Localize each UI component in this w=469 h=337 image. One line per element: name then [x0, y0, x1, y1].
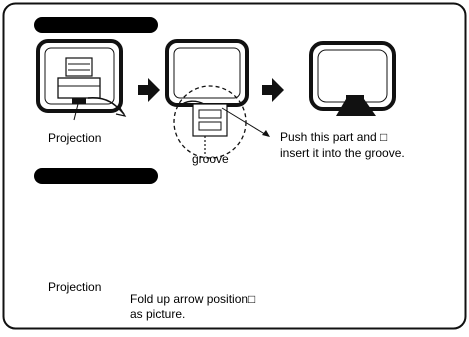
section-1-step-1-antenna	[36, 39, 127, 121]
section-1-step-2-antenna	[165, 39, 270, 159]
instruction-line-2: as picture.	[130, 307, 186, 321]
section-1-step-3-antenna	[309, 41, 396, 116]
arrow-right-icon	[262, 78, 284, 102]
projection-label: Projection	[48, 280, 102, 294]
instruction-line-1: Fold up arrow position□	[130, 292, 256, 306]
arrow-right-icon	[138, 78, 160, 102]
section-2-header-bar	[34, 168, 158, 184]
zoom-circle-icon	[173, 85, 247, 159]
instruction-line-1: Push this part and □	[280, 130, 388, 144]
groove-label: groove	[192, 152, 229, 166]
projection-label: Projection	[48, 131, 102, 145]
section-1-header-bar	[34, 17, 158, 33]
instruction-line-2: insert it into the groove.	[280, 146, 405, 160]
outer-frame	[2, 2, 467, 330]
